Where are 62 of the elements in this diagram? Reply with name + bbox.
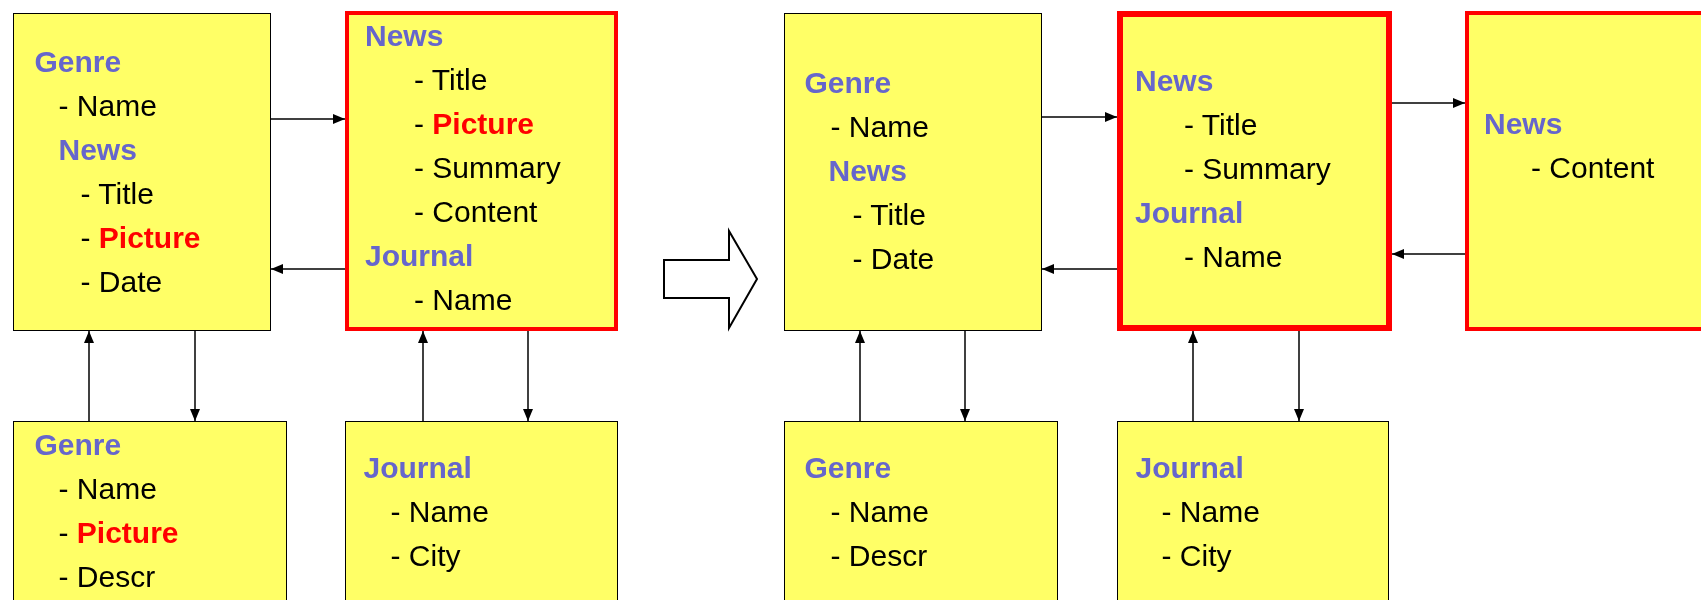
field-name: - Picture	[414, 106, 535, 142]
arrow	[1041, 112, 1118, 122]
entity-box	[1117, 11, 1392, 331]
entity-box	[1117, 421, 1389, 600]
field-name: - Name	[1161, 493, 1260, 530]
entity-box	[13, 13, 271, 331]
field-name: - Name	[58, 470, 157, 507]
arrow	[1188, 330, 1198, 422]
arrow	[190, 330, 200, 422]
arrow	[1294, 330, 1304, 422]
entity-name: Genre	[34, 43, 122, 80]
field-name: - Name	[830, 108, 929, 145]
entity-box	[345, 11, 618, 331]
arrow	[523, 330, 533, 422]
field-name: - Descr	[58, 558, 156, 595]
entity-box	[345, 421, 618, 600]
arrow	[270, 264, 346, 274]
arrow	[270, 114, 346, 124]
entity-name: News	[1484, 106, 1563, 142]
entity-box	[784, 13, 1042, 331]
field-name: - Title	[1184, 107, 1258, 143]
entity-name: News	[365, 18, 444, 54]
arrow	[84, 330, 94, 422]
field-name: - Name	[390, 493, 489, 530]
field-name: - City	[390, 537, 461, 574]
arrow	[1391, 249, 1466, 259]
field-name: - Picture	[58, 514, 179, 551]
field-name: - Picture	[80, 219, 201, 256]
block-arrow	[663, 227, 759, 332]
field-name: - Content	[1531, 150, 1655, 186]
field-name: - Title	[80, 175, 154, 212]
field-name: - Summary	[414, 150, 561, 186]
entity-box	[784, 421, 1058, 600]
arrow	[1391, 98, 1466, 108]
field-name: - Name	[58, 87, 157, 124]
entity-name: Genre	[34, 426, 122, 463]
field-name: - Name	[414, 282, 513, 318]
entity-box	[1465, 11, 1701, 331]
entity-name: News	[1135, 63, 1214, 99]
field-name: - Title	[852, 196, 926, 233]
field-name: - Descr	[830, 537, 928, 574]
arrow	[418, 330, 428, 422]
entity-name: News	[58, 131, 137, 168]
entity-name: Journal	[363, 449, 472, 486]
entity-name: Journal	[1135, 195, 1244, 231]
arrow	[960, 330, 970, 422]
field-name: - Title	[414, 62, 488, 98]
field-name: - City	[1161, 537, 1232, 574]
entity-box	[13, 421, 287, 600]
entity-name: Journal	[1135, 449, 1244, 486]
field-name: - Summary	[1184, 151, 1331, 187]
field-name: - Name	[1184, 239, 1283, 275]
entity-name: Journal	[365, 238, 474, 274]
field-name: - Date	[852, 240, 935, 277]
field-name: - Name	[830, 493, 929, 530]
field-name: - Date	[80, 263, 163, 300]
arrow	[855, 330, 865, 422]
entity-name: News	[828, 152, 907, 189]
field-name: - Content	[414, 194, 538, 230]
entity-name: Genre	[804, 449, 892, 486]
arrow	[1041, 264, 1118, 274]
entity-name: Genre	[804, 64, 892, 101]
